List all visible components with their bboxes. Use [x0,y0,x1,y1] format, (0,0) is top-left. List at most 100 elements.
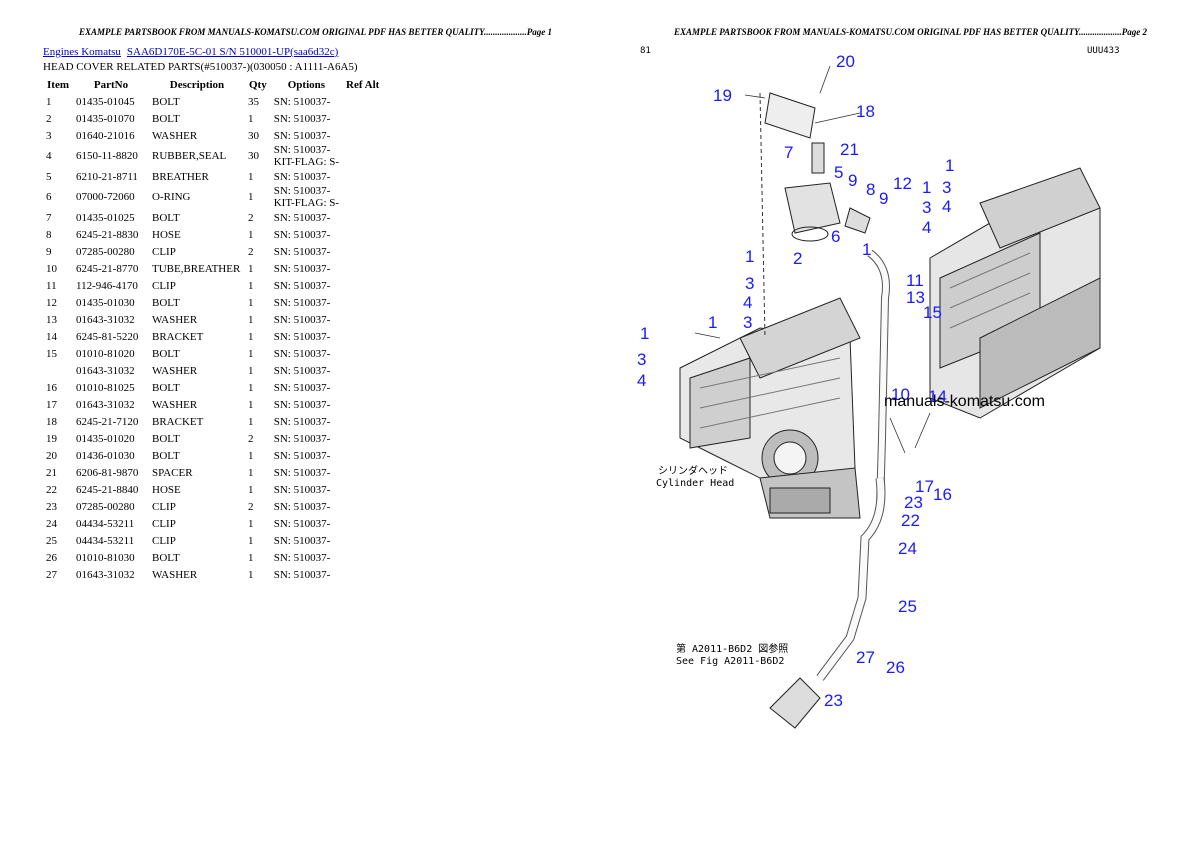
cell-item: 16 [46,381,57,394]
cell-ref-alt [342,243,383,260]
cell-qty: 1 [248,398,254,411]
cell-item: 4 [46,150,52,162]
callout-label: 4 [637,371,646,390]
breadcrumb: Engines Komatsu SAA6D170E-5C-01 S/N 51000… [43,46,338,58]
cell-ref-alt [342,532,383,549]
callout-label: 4 [942,197,951,216]
cell-ref-alt [342,328,383,345]
cell-description: WASHER [152,568,198,581]
cell-options: SN: 510037- [273,568,331,581]
breadcrumb-link-engines[interactable]: Engines Komatsu [43,46,121,58]
callout-label: 9 [848,171,857,190]
cell-ref-alt [342,379,383,396]
cell-qty: 1 [248,415,254,428]
cell-part-number: 01435-01020 [76,432,135,445]
cell-description: BRACKET [152,415,204,428]
cell-part-number: 07285-00280 [76,245,135,258]
cylinder-head-label: Cylinder Head [656,478,734,489]
cell-part-number: 07285-00280 [76,500,135,513]
watermark-text: manuals-komatsu.com [884,393,1045,410]
callout-label: 2 [793,249,802,268]
cell-ref-alt [342,447,383,464]
cell-qty: 1 [248,191,254,203]
cell-part-number: 01010-81030 [76,551,135,564]
cell-ref-alt [342,396,383,413]
cell-options: SN: 510037- [273,112,331,125]
cell-qty: 35 [248,95,259,108]
cell-item: 24 [46,517,57,530]
breather-tube [769,249,890,729]
cell-item: 25 [46,534,57,547]
cell-part-number: 6245-21-8770 [76,262,139,275]
cell-options: SN: 510037- [273,296,331,309]
callout-label: 19 [713,86,732,105]
cell-description: O-RING [152,191,191,203]
cell-ref-alt [342,168,383,185]
cell-item: 6 [46,191,52,203]
cell-description: WASHER [152,129,198,142]
cell-item: 12 [46,296,57,309]
cell-options: SN: 510037- [273,228,331,241]
cell-qty: 1 [248,170,254,183]
cell-ref-alt [342,566,383,583]
cell-item: 23 [46,500,57,513]
cell-qty: 2 [248,211,254,224]
cell-options: SN: 510037- [273,313,331,326]
cell-qty: 2 [248,432,254,445]
see-fig-label-jp: 第 A2011-B6D2 図参照 [676,642,788,655]
cell-description: RUBBER,SEAL [152,150,227,162]
cell-item: 3 [46,129,52,142]
cell-item: 2 [46,112,52,125]
cell-description: BOLT [152,95,180,108]
cell-description: BOLT [152,347,180,360]
cell-description: BOLT [152,551,180,564]
callout-label: 1 [708,313,717,332]
cell-item: 1 [46,95,52,108]
callout-label: 3 [942,178,951,197]
cell-part-number: 112-946-4170 [76,279,138,292]
left-page: EXAMPLE PARTSBOOK FROM MANUALS-KOMATSU.C… [43,27,552,583]
callout-label: 6 [831,227,840,246]
cell-options: SN: 510037- [273,381,331,394]
figure-code-right: UUU433 [1087,46,1120,56]
callout-label: 20 [836,52,855,71]
cell-item: 14 [46,330,57,343]
cell-options: SN: 510037- [273,432,331,445]
cell-ref-alt [342,345,383,362]
callout-label: 23 [904,493,923,512]
cell-options: SN: 510037- [273,551,331,564]
cell-item: 10 [46,262,57,275]
breadcrumb-link-model[interactable]: SAA6D170E-5C-01 S/N 510001-UP(saa6d32c) [126,46,339,58]
page-header: EXAMPLE PARTSBOOK FROM MANUALS-KOMATSU.C… [79,27,552,37]
cell-item: 21 [46,466,57,479]
cell-item: 20 [46,449,57,462]
cell-description: SPACER [152,466,193,479]
callout-label: 15 [923,303,942,322]
cell-item: 11 [46,279,57,292]
callout-label: 24 [898,539,917,558]
cell-part-number: 01435-01045 [76,95,135,108]
column-header-description: Description [169,78,225,91]
column-header-qty: Qty [249,78,267,91]
cell-ref-alt [342,260,383,277]
cell-part-number: 04434-53211 [76,534,135,547]
callout-label: 26 [886,658,905,677]
column-header-ref-alt: Ref Alt [346,78,380,91]
cell-description: WASHER [152,364,198,377]
cell-part-number: 04434-53211 [76,517,135,530]
cell-description: CLIP [152,534,176,547]
cell-part-number: 01643-31032 [76,313,135,326]
cell-ref-alt [342,311,383,328]
callout-label: 22 [901,511,920,530]
